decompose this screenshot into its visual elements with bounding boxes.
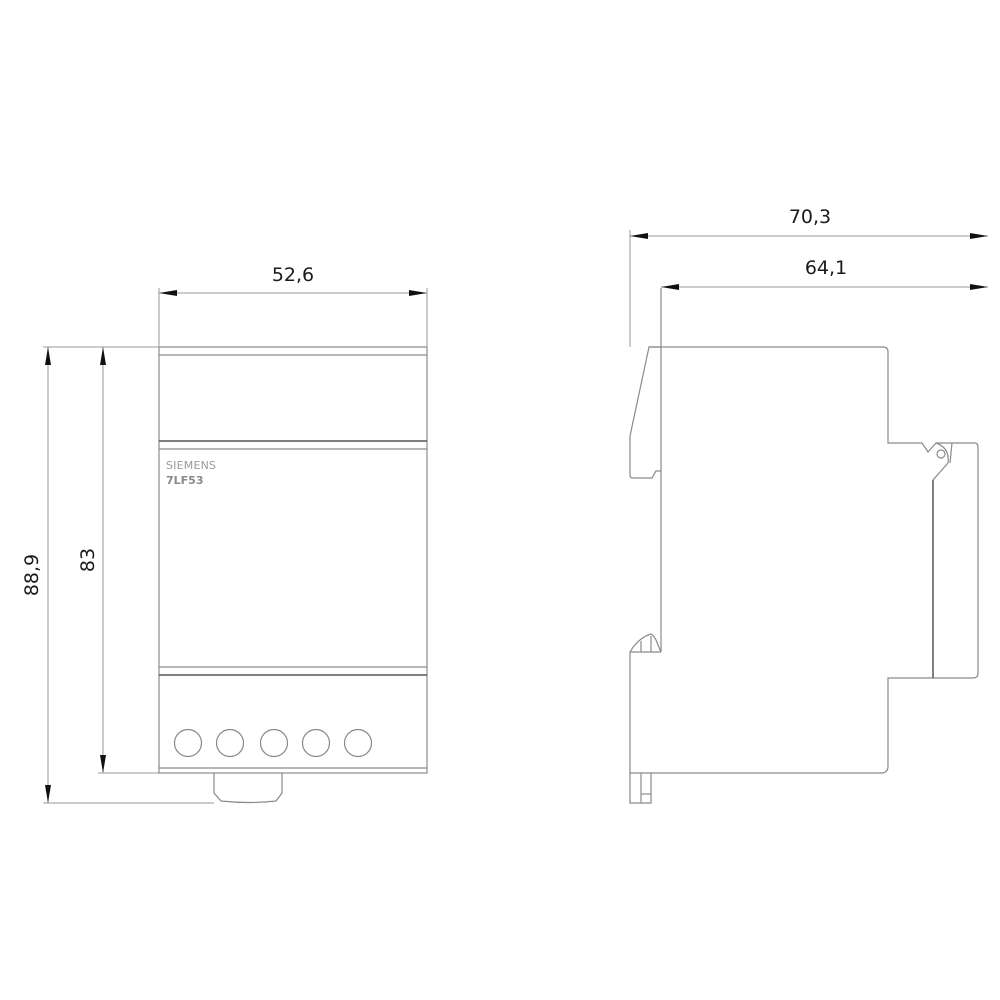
arrow-right-icon (970, 284, 988, 290)
terminal-screw-icon (301, 728, 331, 758)
arrow-up-icon (100, 347, 106, 365)
dimension-depth-body-text: 64,1 (805, 257, 847, 279)
arrow-left-icon (661, 284, 679, 290)
cover-hinge-outline (932, 442, 949, 678)
arrow-down-icon (45, 785, 51, 803)
terminal-screw-icon (259, 728, 289, 758)
hinge-line (949, 442, 953, 464)
side-bottom-clip (629, 633, 662, 773)
side-top-hook (629, 346, 661, 479)
arrow-left-icon (159, 290, 177, 296)
terminal-screw-icon (215, 728, 245, 758)
front-body-outline (158, 346, 428, 774)
terminal-screw-icon (343, 728, 373, 758)
arrow-left-icon (630, 233, 648, 239)
model-label: 7LF53 (166, 474, 204, 487)
side-view (629, 288, 979, 804)
dimension-depth-total-text: 70,3 (789, 206, 831, 228)
hinge-pivot-icon (936, 449, 946, 459)
arrow-up-icon (45, 347, 51, 365)
din-clip-outline (213, 773, 283, 804)
arrow-down-icon (100, 755, 106, 773)
arrow-right-icon (970, 233, 988, 239)
dimension-height-outer-text: 88,9 (21, 554, 43, 596)
arrow-right-icon (409, 290, 427, 296)
dimension-height-inner-text: 83 (77, 548, 99, 572)
front-view: SIEMENS 7LF53 (158, 346, 428, 804)
front-dimensions: 52,6 88,9 83 (21, 264, 428, 804)
dimension-width-text: 52,6 (272, 264, 314, 286)
side-dimensions: 70,3 64,1 (629, 206, 988, 347)
brand-label: SIEMENS (166, 459, 216, 472)
terminal-screw-icon (173, 728, 203, 758)
side-body-outline (630, 346, 979, 774)
